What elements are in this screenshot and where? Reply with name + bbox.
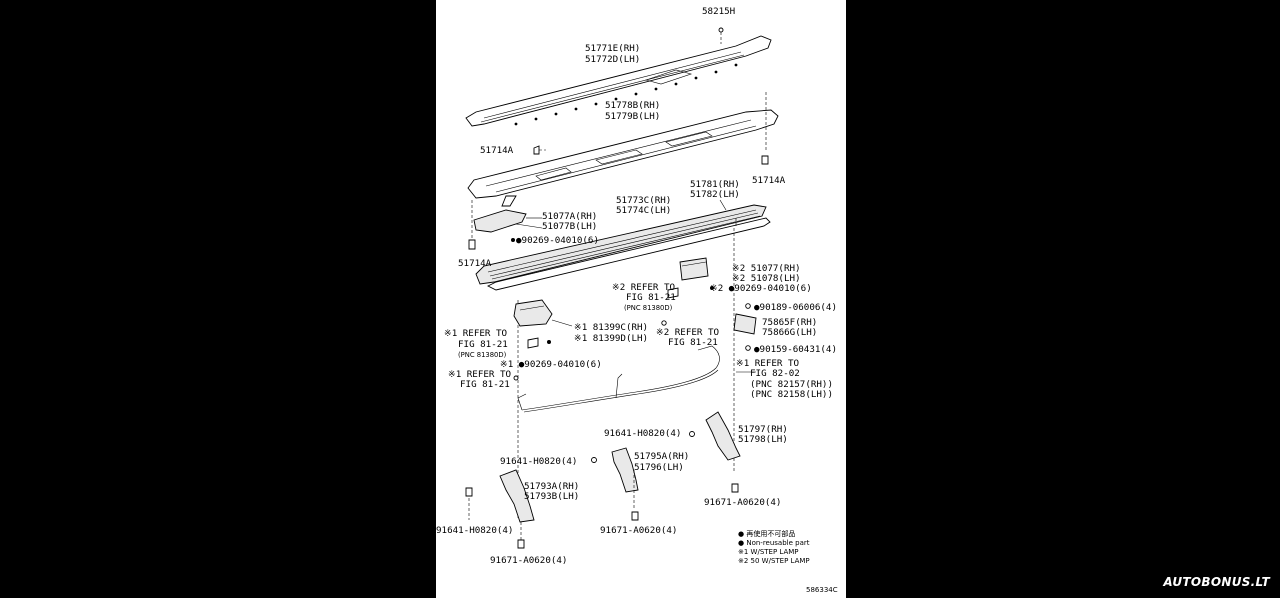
label-51772d: 51772D(LH): [585, 54, 640, 65]
parts-diagram-sheet: 58215H 51771E(RH) 51772D(LH) 51778B(RH) …: [436, 0, 846, 598]
screw-51714a-2: [761, 155, 769, 165]
label-75866g: 75866G(LH): [762, 327, 817, 338]
label-51773c: 51773C(RH): [616, 195, 671, 206]
ref4-line1: ※1 REFER TO: [736, 358, 799, 369]
label-81399d: ※1 81399D(LH): [574, 333, 648, 344]
clip-58215h: [718, 27, 724, 44]
ref3-line3: (PNC 81380D): [458, 351, 507, 359]
ref4-line4: (PNC 82158(LH)): [750, 389, 833, 400]
step-bracket-51795a: [611, 447, 639, 493]
label-90269-1: ●90269-04010(6): [516, 235, 599, 246]
bolt-90269-3: [547, 340, 551, 344]
label-91641-1: 91641-H0820(4): [604, 428, 681, 439]
step-pad: [467, 109, 779, 207]
screw-51714a-1: [533, 145, 540, 155]
label-51078: ※2 51078(LH): [732, 273, 801, 284]
bolt-91671-2: [631, 511, 639, 521]
label-91671-2: 91671-A0620(4): [600, 525, 677, 536]
label-51714a-2: 51714A: [752, 175, 786, 186]
running-board: [475, 204, 771, 291]
connector-ref5: [513, 375, 519, 381]
legend: ● 再使用不可部品 ● Non-reusable part ※1 W/STEP …: [738, 529, 810, 565]
bolt-90269-2: [710, 286, 714, 290]
watermark-logo: AUTOBONUS.LT: [1163, 575, 1270, 589]
ref2-line1: ※2 REFER TO: [656, 327, 719, 338]
label-91671-1: 91671-A0620(4): [704, 497, 781, 508]
step-cover-top: [465, 35, 772, 127]
bolt-91671-3: [517, 539, 525, 549]
ref1-line2: FIG 81-21: [626, 292, 676, 303]
ref2-line2: FIG 81-21: [668, 337, 718, 348]
screw-51714a-3: [468, 239, 476, 250]
lamp-bracket-51077: [679, 257, 709, 281]
legend-item-3: ※1 W/STEP LAMP: [738, 548, 799, 556]
step-bracket-51793a: [499, 469, 535, 523]
legend-item-2: ● Non-reusable part: [738, 539, 810, 547]
label-51779b: 51779B(LH): [605, 111, 660, 122]
label-91671-3: 91671-A0620(4): [490, 555, 567, 566]
ref3-line2: FIG 81-21: [458, 339, 508, 350]
label-90189: ●90189-06006(4): [754, 302, 837, 313]
label-51077: ※2 51077(RH): [732, 263, 801, 274]
clips-top: [514, 63, 738, 126]
label-51714a-1: 51714A: [480, 145, 514, 156]
ref4-line2: FIG 82-02: [750, 368, 800, 379]
step-bracket-51797: [705, 411, 741, 461]
label-51077a: 51077A(RH): [542, 211, 597, 222]
legend-item-1: ● 再使用不可部品: [738, 529, 795, 538]
label-75865f: 75865F(RH): [762, 317, 817, 328]
label-51778b: 51778B(RH): [605, 100, 660, 111]
wire-harness: [517, 345, 756, 413]
legend-item-4: ※2 50 W/STEP LAMP: [738, 557, 810, 565]
connector-ref3: [527, 337, 539, 349]
ref5-line2: FIG 81-21: [460, 379, 510, 390]
label-51798: 51798(LH): [738, 434, 788, 445]
label-58215h: 58215H: [702, 6, 735, 17]
label-81399c: ※1 81399C(RH): [574, 322, 648, 333]
label-51077b: 51077B(LH): [542, 221, 597, 232]
label-51771e: 51771E(RH): [585, 43, 640, 54]
connector-ref2: [661, 320, 667, 326]
figure-code: 586334C: [806, 586, 838, 594]
label-90269-3: ※1 ●90269-04010(6): [500, 359, 602, 370]
label-51793a: 51793A(RH): [524, 481, 579, 492]
ref1-line3: (PNC 81380D): [624, 304, 673, 312]
bolt-90159: [745, 345, 751, 351]
label-91641-2: 91641-H0820(4): [500, 456, 577, 467]
ref3-line1: ※1 REFER TO: [444, 328, 507, 339]
ref5-line1: ※1 REFER TO: [448, 369, 511, 380]
ref4-line3: (PNC 82157(RH)): [750, 379, 833, 390]
label-51714a-3: 51714A: [458, 258, 492, 269]
bolt-91641-3: [465, 487, 473, 497]
bolt-90269-1: [511, 238, 515, 242]
label-90269-2: ※2 ●90269-04010(6): [710, 283, 812, 294]
label-90159: ●90159-60431(4): [754, 344, 837, 355]
label-51797: 51797(RH): [738, 424, 788, 435]
bolt-91641-1: [689, 431, 695, 437]
label-51796: 51796(LH): [634, 462, 684, 473]
ref1-line1: ※2 REFER TO: [612, 282, 675, 293]
bolt-91671-1: [731, 483, 739, 493]
bolt-90189: [745, 303, 751, 309]
bracket-81399c: [513, 299, 553, 327]
bolt-91641-2: [591, 457, 597, 463]
label-51793b: 51793B(LH): [524, 491, 579, 502]
label-91641-3: 91641-H0820(4): [436, 525, 513, 536]
step-lamp-75865f: [733, 313, 757, 335]
label-51795a: 51795A(RH): [634, 451, 689, 462]
parts-diagram: 58215H 51771E(RH) 51772D(LH) 51778B(RH) …: [436, 6, 838, 594]
label-51781: 51781(RH): [690, 179, 740, 190]
label-51782: 51782(LH): [690, 189, 740, 200]
connector-ref1: [667, 287, 679, 299]
label-51774c: 51774C(LH): [616, 205, 671, 216]
bracket-51077a: [473, 209, 527, 233]
